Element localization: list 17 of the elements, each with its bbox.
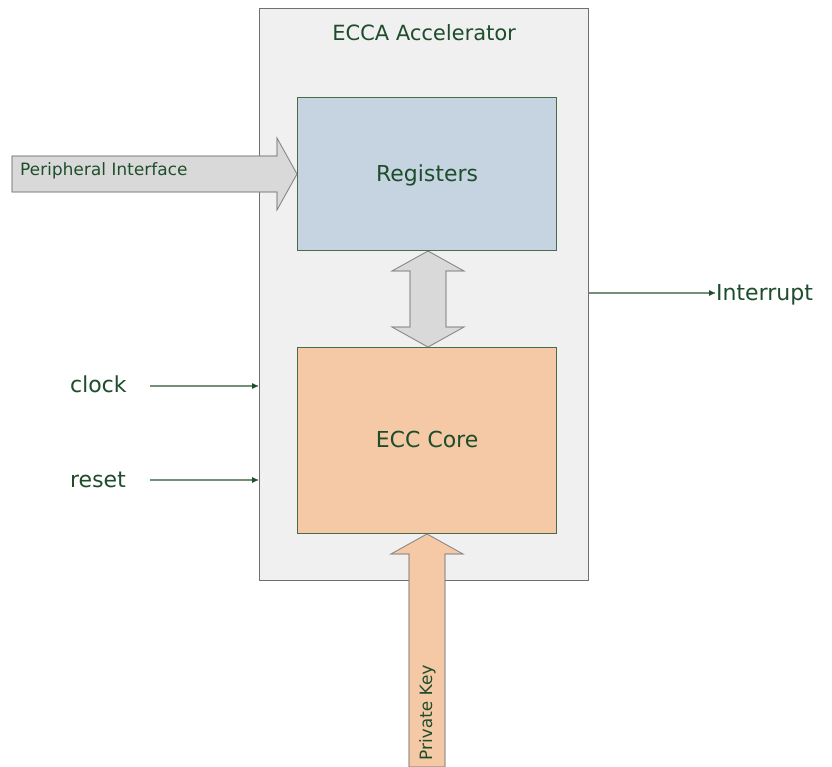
block-arrow bbox=[389, 533, 465, 767]
box-title: ECCA Accelerator bbox=[332, 21, 516, 45]
core-box bbox=[297, 347, 557, 534]
container-box bbox=[259, 8, 589, 581]
arrow bbox=[150, 477, 258, 483]
signal-label: reset bbox=[70, 468, 126, 492]
signal-label: Interrupt bbox=[716, 280, 813, 306]
block-arrow bbox=[390, 250, 466, 348]
signal-label: clock bbox=[70, 372, 127, 398]
edge-label: Peripheral Interface bbox=[20, 160, 188, 180]
box-title: Registers bbox=[376, 162, 478, 186]
arrow bbox=[589, 290, 715, 296]
arrow bbox=[150, 383, 258, 389]
edge-label: Private Key bbox=[417, 664, 437, 760]
block-arrow bbox=[12, 136, 298, 212]
registers-box bbox=[297, 97, 557, 251]
box-title: ECC Core bbox=[376, 428, 478, 453]
